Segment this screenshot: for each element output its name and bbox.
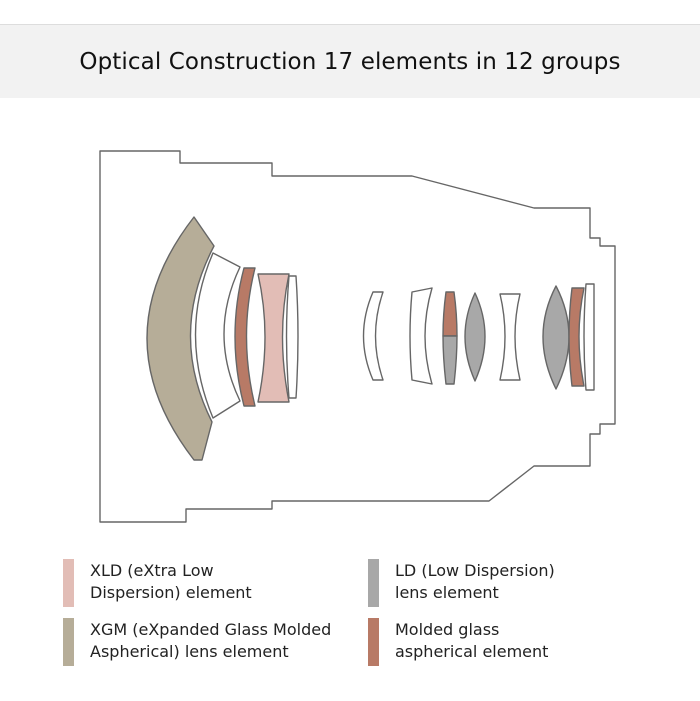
legend-line: Aspherical) lens element	[90, 642, 289, 661]
legend-swatch-xgm	[63, 618, 74, 666]
legend-line: lens element	[395, 583, 499, 602]
optical-construction-diagram	[99, 150, 616, 523]
legend-line: aspherical element	[395, 642, 549, 661]
legend-label-xld: XLD (eXtra Low Dispersion) element	[90, 560, 252, 604]
legend-item-xgm: XGM (eXpanded Glass Molded Aspherical) l…	[63, 618, 331, 666]
legend-line: Molded glass	[395, 620, 500, 639]
lens-barrel-outline	[99, 150, 616, 523]
ld-biconvex-element-2	[542, 285, 570, 390]
molded-aspherical-element-1	[234, 267, 256, 407]
header-bar: Optical Construction 17 elements in 12 g…	[0, 25, 700, 98]
legend-label-molded: Molded glass aspherical element	[395, 619, 548, 663]
legend-label-ld: LD (Low Dispersion) lens element	[395, 560, 555, 604]
legend-line: XGM (eXpanded Glass Molded	[90, 620, 332, 639]
legend-label-xgm: XGM (eXpanded Glass Molded Aspherical) l…	[90, 619, 331, 663]
rear-clear-element	[583, 283, 595, 391]
middle-clear-element-right	[499, 293, 521, 381]
legend-line: Dispersion) element	[90, 583, 252, 602]
clear-element-rear-front-group	[285, 275, 299, 399]
legend-item-xld: XLD (eXtra Low Dispersion) element	[63, 559, 252, 607]
two-tone-element-ld	[442, 335, 458, 385]
xld-element	[257, 273, 290, 403]
molded-aspherical-element-2	[568, 287, 585, 387]
legend-swatch-molded	[368, 618, 379, 666]
page-title: Optical Construction 17 elements in 12 g…	[79, 48, 621, 75]
legend-swatch-xld	[63, 559, 74, 607]
top-divider	[0, 24, 700, 25]
middle-clear-element-left	[409, 287, 433, 385]
front-xgm-element	[146, 216, 215, 461]
legend-swatch-ld	[368, 559, 379, 607]
second-meniscus-element	[194, 252, 241, 419]
two-tone-element-molded	[442, 291, 458, 337]
legend-line: LD (Low Dispersion)	[395, 561, 555, 580]
ld-biconvex-element-1	[464, 292, 486, 382]
legend-line: XLD (eXtra Low	[90, 561, 214, 580]
legend-item-ld: LD (Low Dispersion) lens element	[368, 559, 555, 607]
legend-item-molded: Molded glass aspherical element	[368, 618, 548, 666]
middle-meniscus-element	[362, 291, 384, 381]
